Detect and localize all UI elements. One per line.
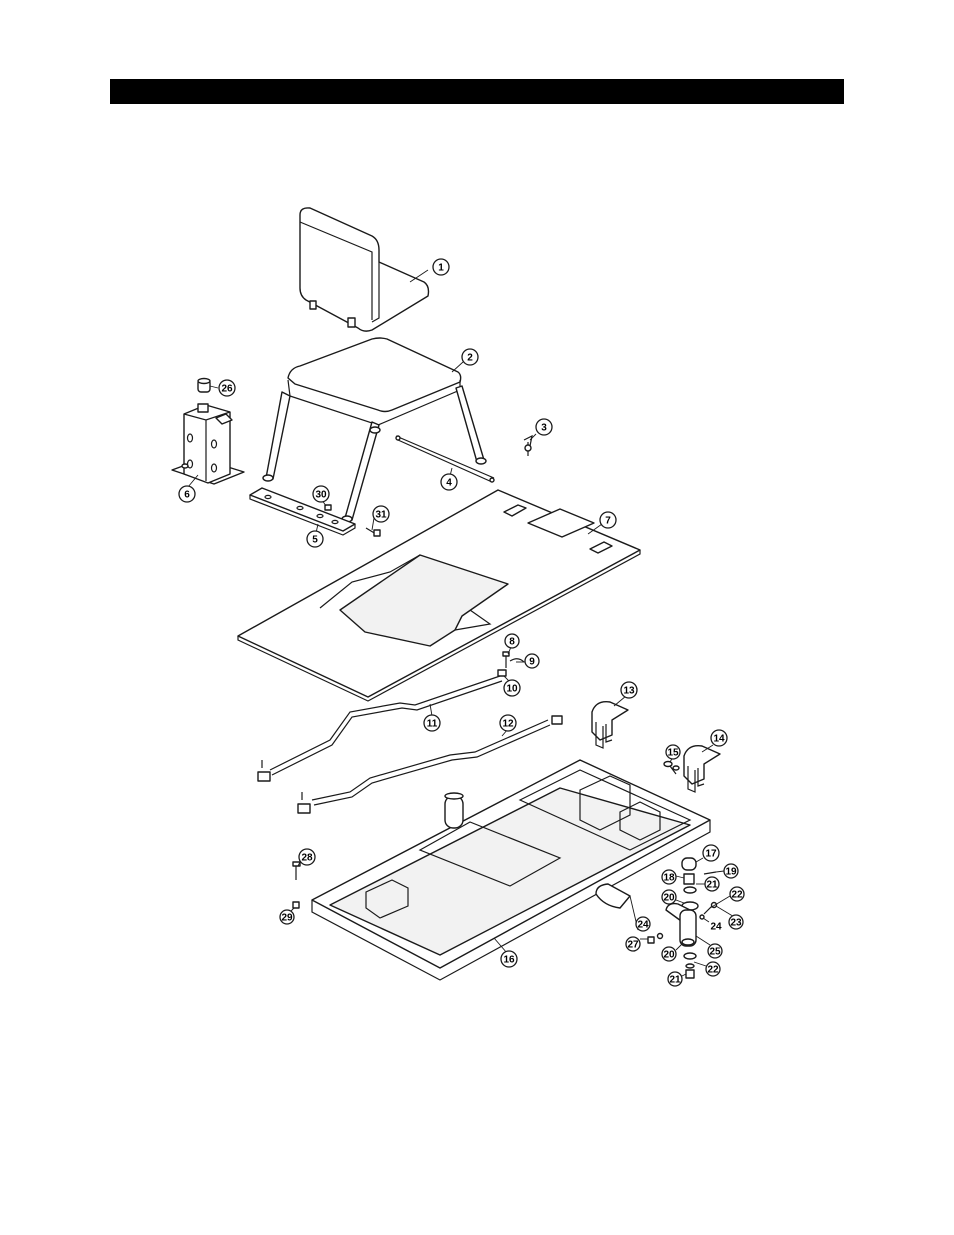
part-rod — [395, 435, 495, 483]
callout: 9 — [524, 653, 540, 669]
callout-number: 16 — [503, 955, 515, 966]
callout-number: 10 — [506, 684, 518, 695]
part-pedal-bracket-1 — [591, 701, 629, 749]
part-screw — [365, 527, 381, 537]
callout: 11 — [423, 714, 441, 732]
callout-number: 28 — [301, 853, 313, 864]
callout: 21 — [704, 876, 720, 892]
callout: 21 — [667, 971, 683, 987]
callout: 13 — [620, 681, 638, 699]
callout: 18 — [661, 869, 677, 885]
callout-number: 23 — [730, 918, 742, 929]
callout-number: 31 — [375, 510, 387, 521]
callout: 19 — [723, 863, 739, 879]
callout-number: 30 — [315, 490, 327, 501]
callout: 12 — [499, 714, 517, 732]
callout: 20 — [661, 946, 677, 962]
callout-number: 4 — [446, 478, 452, 489]
callout-number: 6 — [184, 490, 190, 501]
callout-number: 17 — [705, 849, 717, 860]
part-nut — [324, 504, 332, 511]
part-nut-29 — [292, 901, 300, 909]
callout-number: 13 — [623, 686, 635, 697]
callout: 24 — [710, 922, 722, 933]
callout-number: 25 — [709, 947, 721, 958]
callout: 20 — [661, 889, 677, 905]
callout-number: 21 — [669, 975, 681, 986]
part-bracket-plate — [249, 487, 356, 536]
part-nut-27 — [647, 936, 655, 944]
callout-number: 18 — [663, 873, 675, 884]
callout: 15 — [665, 744, 681, 760]
part-linkage-2 — [297, 715, 563, 814]
callout: 7 — [599, 511, 617, 529]
callout: 10 — [503, 679, 521, 697]
callout: 17 — [702, 844, 720, 862]
part-chassis-frame — [311, 759, 711, 981]
part-bolt-28 — [292, 861, 301, 880]
callout-number: 27 — [627, 940, 639, 951]
leader-lines — [187, 269, 737, 978]
callout: 22 — [705, 961, 721, 977]
callouts: 1 2 3 4 5 6 7 8 9 10 11 12 13 14 15 16 1… — [178, 258, 745, 987]
callout-number: 22 — [731, 890, 743, 901]
callout-number: 24 — [710, 922, 722, 933]
callout-number: 20 — [663, 950, 675, 961]
callout: 5 — [306, 530, 324, 548]
callout-number: 9 — [529, 657, 535, 668]
callout-number: 2 — [467, 353, 473, 364]
callout: 31 — [372, 505, 390, 523]
callout-number: 11 — [427, 719, 438, 730]
part-cap — [197, 377, 211, 393]
callout-number: 7 — [605, 516, 611, 527]
callout: 24 — [635, 916, 651, 932]
callout: 1 — [432, 258, 450, 276]
callout: 8 — [504, 633, 520, 649]
callout: 26 — [218, 379, 236, 397]
callout-number: 14 — [713, 734, 725, 745]
callout: 25 — [707, 943, 723, 959]
part-clip — [523, 434, 533, 456]
part-floor-mat — [237, 489, 641, 702]
callout-number: 24 — [637, 920, 649, 931]
callout-number: 12 — [502, 719, 514, 730]
callout-number: 20 — [663, 893, 675, 904]
part-seat-frame — [262, 337, 487, 523]
callout: 23 — [728, 914, 744, 930]
callout-number: 8 — [509, 637, 515, 648]
part-seat — [299, 207, 430, 332]
part-linkage-1 — [257, 675, 503, 782]
callout-number: 19 — [725, 867, 737, 878]
part-linkage-hardware — [497, 651, 525, 677]
callout-number: 29 — [281, 913, 293, 924]
header-bar — [110, 79, 844, 104]
callout: 22 — [729, 886, 745, 902]
part-reservoir — [171, 403, 245, 485]
callout-number: 21 — [706, 880, 718, 891]
part-pins — [663, 760, 680, 775]
callout: 4 — [440, 473, 458, 491]
callout: 27 — [625, 936, 641, 952]
callout-number: 15 — [667, 748, 679, 759]
callout-number: 5 — [312, 535, 318, 546]
callout: 16 — [500, 950, 518, 968]
callout: 30 — [312, 485, 330, 503]
part-pedal-bracket-2 — [683, 745, 721, 793]
callout-number: 26 — [221, 384, 233, 395]
callout-number: 22 — [707, 965, 719, 976]
callout: 29 — [279, 909, 295, 925]
callout: 14 — [710, 729, 728, 747]
callout-number: 1 — [438, 263, 444, 274]
callout: 28 — [298, 848, 316, 866]
callout: 6 — [178, 485, 196, 503]
callout: 2 — [461, 348, 479, 366]
part-spindle-stack — [656, 857, 718, 979]
callout-number: 3 — [541, 423, 547, 434]
callout: 3 — [535, 418, 553, 436]
